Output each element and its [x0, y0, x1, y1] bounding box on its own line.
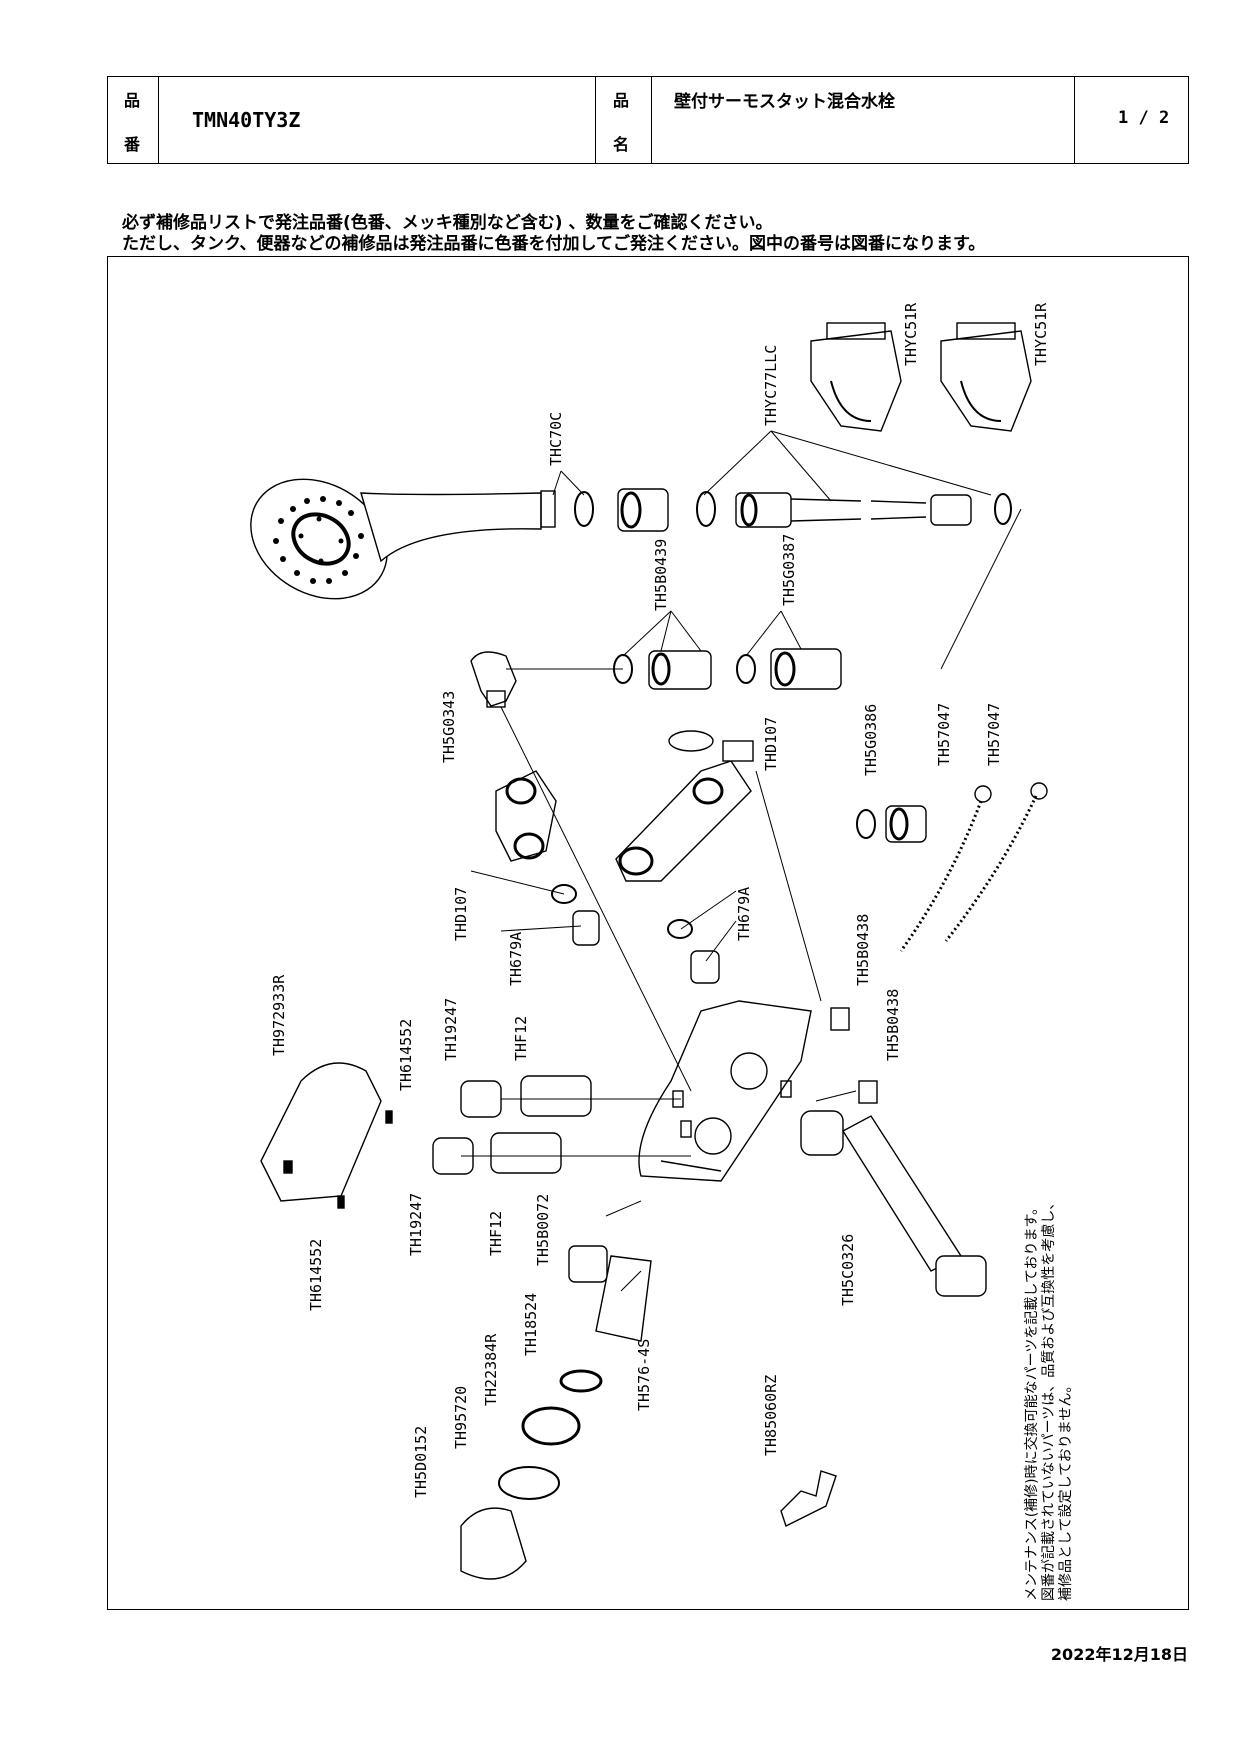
label-thyc51r-b: THYC51R [1032, 302, 1050, 366]
label-th5d0152: TH5D0152 [412, 1426, 430, 1498]
label-th5b0438-a: TH5B0438 [854, 914, 872, 986]
hose-assembly [540, 488, 1012, 532]
label-thc70c: THC70C [547, 412, 565, 466]
label-th679a-b: TH679A [735, 887, 753, 941]
label-th19247-a: TH19247 [442, 998, 460, 1061]
leader-lines [461, 430, 1022, 1292]
label-th5g0386: TH5G0386 [862, 704, 880, 776]
label-th576-4s: TH576-4S [635, 1339, 653, 1411]
maintenance-note-line-3: 補修品として設定しておりません。 [1058, 1379, 1074, 1601]
adapter-th5g0386 [856, 805, 927, 843]
shower-holder-a [810, 322, 902, 432]
connector-left [495, 770, 600, 946]
label-th679a-a: TH679A [507, 932, 525, 986]
cover-th972933r [260, 1062, 393, 1209]
shower-holder-b [940, 322, 1032, 432]
elbow-adapters [470, 648, 842, 708]
chain-right [944, 782, 1048, 942]
label-th614552-a: TH614552 [397, 1019, 415, 1091]
product-name: 壁付サーモスタット混合水栓 [674, 92, 895, 112]
label-th95720: TH95720 [452, 1386, 470, 1449]
product-code: TMN40TY3Z [192, 108, 301, 132]
title-block: 品 番 TMN40TY3Z 品 名 壁付サーモスタット混合水栓 1 / 2 [107, 76, 1189, 164]
label-th5c0326: TH5C0326 [839, 1234, 857, 1306]
exploded-diagram: THYC51R THYC51R THYC77LLC THC70C TH5B043… [250, 302, 1074, 1601]
label-th85060rz: TH85060RZ [762, 1375, 780, 1456]
cartridges [432, 1075, 652, 1580]
hinban-label-bottom: 番 [124, 135, 141, 154]
label-thd107-a: THD107 [452, 887, 470, 941]
check-valves [830, 1007, 878, 1104]
label-th57047-a: TH57047 [935, 703, 953, 766]
label-th614552-b: TH614552 [307, 1239, 325, 1311]
label-th57047-b: TH57047 [985, 703, 1003, 766]
label-th5g0387: TH5G0387 [780, 534, 798, 606]
page-number: 1 / 2 [1118, 108, 1170, 128]
label-th5b0439: TH5B0439 [652, 539, 670, 611]
shower-head [250, 478, 542, 600]
chain-left [899, 785, 992, 952]
maintenance-note-line-2: 図番が記載されていないパーツは、品質および互換性を考慮し、 [1040, 1196, 1057, 1601]
label-thf12-a: THF12 [512, 1016, 530, 1061]
connector-right [615, 730, 754, 984]
exploded-diagram-frame: THYC51R THYC51R THYC77LLC THC70C TH5B043… [107, 256, 1189, 1610]
hinmei-label-bottom: 名 [613, 135, 630, 154]
label-th5b0438-b: TH5B0438 [884, 989, 902, 1061]
label-thyc77llc: THYC77LLC [762, 345, 780, 426]
label-th972933r: TH972933R [270, 974, 288, 1056]
issue-date: 2022年12月18日 [1050, 1645, 1188, 1664]
label-th22384r: TH22384R [482, 1333, 500, 1406]
label-th19247-b: TH19247 [407, 1193, 425, 1256]
note-line-2: ただし、タンク、便器などの補修品は発注品番に色番を付加してご発注ください。図中の… [122, 234, 986, 254]
spout [800, 1110, 987, 1297]
key [780, 1470, 837, 1527]
label-thyc51r-a: THYC51R [902, 302, 920, 366]
hinban-label-top: 品 [124, 91, 141, 110]
maintenance-note-line-1: メンテナンス(補修)時に交換可能なパーツを記載しております。 [1023, 1201, 1040, 1601]
note-line-1: 必ず補修品リストで発注品番(色番、メッキ種別など含む) 、数量をご確認ください。 [122, 213, 773, 233]
label-th5g0343: TH5G0343 [440, 691, 458, 763]
hinmei-label-top: 品 [613, 91, 630, 110]
label-thd107-b: THD107 [762, 717, 780, 771]
label-th5b0072: TH5B0072 [534, 1194, 552, 1266]
label-th18524: TH18524 [522, 1293, 540, 1356]
mixer-body [638, 1000, 812, 1182]
label-thf12-b: THF12 [487, 1211, 505, 1256]
